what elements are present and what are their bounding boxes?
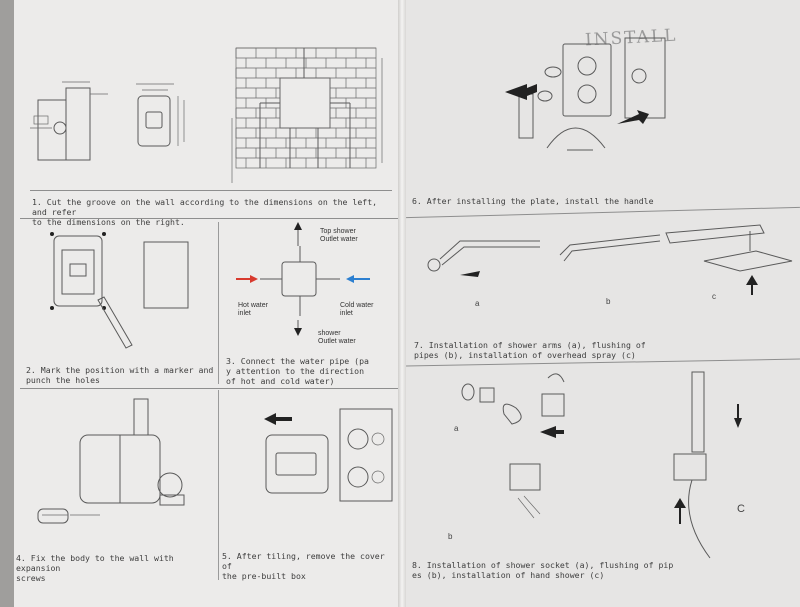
divider-step1-bottom <box>20 218 398 219</box>
step2-caption: 2. Mark the position with a marker and p… <box>26 365 214 385</box>
step2-box-marking-drawing <box>50 232 189 349</box>
pipe-label-top-shower: Top shower Outlet water <box>320 228 358 243</box>
pipe-label-hot-inlet: Hot water inlet <box>238 302 268 317</box>
step1-front-box-drawing <box>136 83 185 147</box>
pipe-label-shower-outlet: shower Outlet water <box>318 330 356 345</box>
divider-step3-bottom <box>20 388 398 389</box>
step6-caption: 6. After installing the plate, install t… <box>412 196 654 206</box>
divider-step1 <box>30 190 392 191</box>
step5-cover-removal-drawing <box>264 408 393 502</box>
step8-caption: 8. Installation of shower socket (a), fl… <box>412 560 674 580</box>
step6-plate-handle-drawing <box>505 37 666 151</box>
step5-caption: 5. After tiling, remove the cover of the… <box>222 551 385 581</box>
right-manual-page <box>401 0 800 607</box>
pipe-label-cold-inlet: Cold water inlet <box>340 302 374 317</box>
step7-label-a: a <box>475 299 480 308</box>
step7-shower-arm-drawing <box>427 224 793 295</box>
divider-step4-5 <box>218 390 219 580</box>
step7-caption: 7. Installation of shower arms (a), flus… <box>414 340 646 360</box>
step4-caption: 4. Fix the body to the wall with expansi… <box>16 553 174 583</box>
step8-label-a: a <box>454 424 459 433</box>
step7-label-c: c <box>712 292 716 301</box>
step1-wall-groove-drawing <box>231 47 383 183</box>
step8-label-b: b <box>448 532 453 541</box>
step8-shower-socket-drawing <box>461 371 742 559</box>
step3-pipe-diagram <box>236 222 370 336</box>
step1-side-section-drawing <box>30 81 108 161</box>
step7-label-b: b <box>606 297 611 306</box>
step4-valve-body-drawing <box>37 398 185 524</box>
page-fold <box>398 0 406 607</box>
table-surface <box>0 0 14 607</box>
step8-label-c: C <box>737 503 745 515</box>
left-manual-page <box>14 0 406 607</box>
step1-caption: 1. Cut the groove on the wall according … <box>32 197 378 227</box>
divider-step2-3 <box>218 222 219 384</box>
step3-caption: 3. Connect the water pipe (pa y attentio… <box>226 356 369 386</box>
